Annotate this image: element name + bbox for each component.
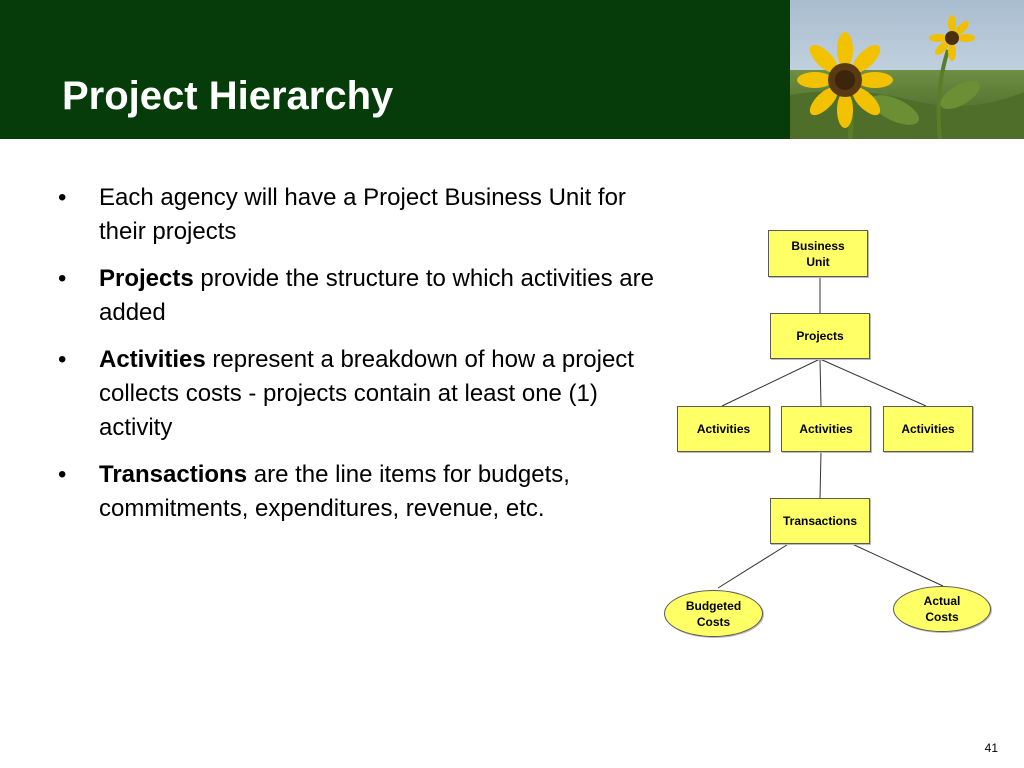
bullet-bold: Activities bbox=[99, 346, 206, 373]
slide-title: Project Hierarchy bbox=[62, 74, 394, 118]
connector-line bbox=[721, 358, 821, 407]
connector-line bbox=[819, 451, 822, 499]
bullet-text: are the line items for budgets, commitme… bbox=[99, 461, 570, 522]
node-business-unit: Business Unit bbox=[768, 230, 868, 277]
bullet-bold: Transactions bbox=[99, 461, 248, 488]
connector-line bbox=[717, 542, 791, 589]
node-actual-costs: Actual Costs bbox=[893, 586, 991, 632]
connector-line bbox=[819, 358, 822, 407]
node-transactions: Transactions bbox=[770, 498, 870, 544]
connector-line bbox=[849, 542, 944, 587]
connector-lines bbox=[717, 277, 944, 589]
node-activities: Activities bbox=[677, 406, 770, 452]
bullet-text: Each agency will have a Project Business… bbox=[99, 184, 626, 245]
bullet-item: • Each agency will have a Project Busine… bbox=[58, 181, 658, 249]
page-number: 41 bbox=[984, 741, 998, 755]
bullet-glyph: • bbox=[58, 184, 67, 211]
bullet-glyph: • bbox=[58, 461, 67, 488]
node-activities: Activities bbox=[781, 406, 871, 452]
bullet-text: represent a breakdown of how a project c… bbox=[99, 346, 634, 441]
bullet-text: provide the structure to which activitie… bbox=[99, 265, 654, 326]
bullet-item: • Activities represent a breakdown of ho… bbox=[58, 343, 658, 445]
title-bar: Project Hierarchy bbox=[0, 0, 1024, 139]
bullet-glyph: • bbox=[58, 265, 67, 292]
connector-line bbox=[819, 358, 927, 407]
node-projects: Projects bbox=[770, 313, 870, 359]
sunflower-photo-icon bbox=[790, 0, 1024, 139]
bullet-item: • Projects provide the structure to whic… bbox=[58, 262, 658, 330]
node-budgeted-costs: Budgeted Costs bbox=[664, 590, 763, 637]
node-activities: Activities bbox=[883, 406, 973, 452]
hierarchy-diagram: Business Unit Projects Activities Activi… bbox=[660, 225, 1000, 645]
bullet-bold: Projects bbox=[99, 265, 194, 292]
bullet-item: • Transactions are the line items for bu… bbox=[58, 458, 658, 526]
bullet-list: • Each agency will have a Project Busine… bbox=[58, 181, 658, 526]
bullet-glyph: • bbox=[58, 346, 67, 373]
